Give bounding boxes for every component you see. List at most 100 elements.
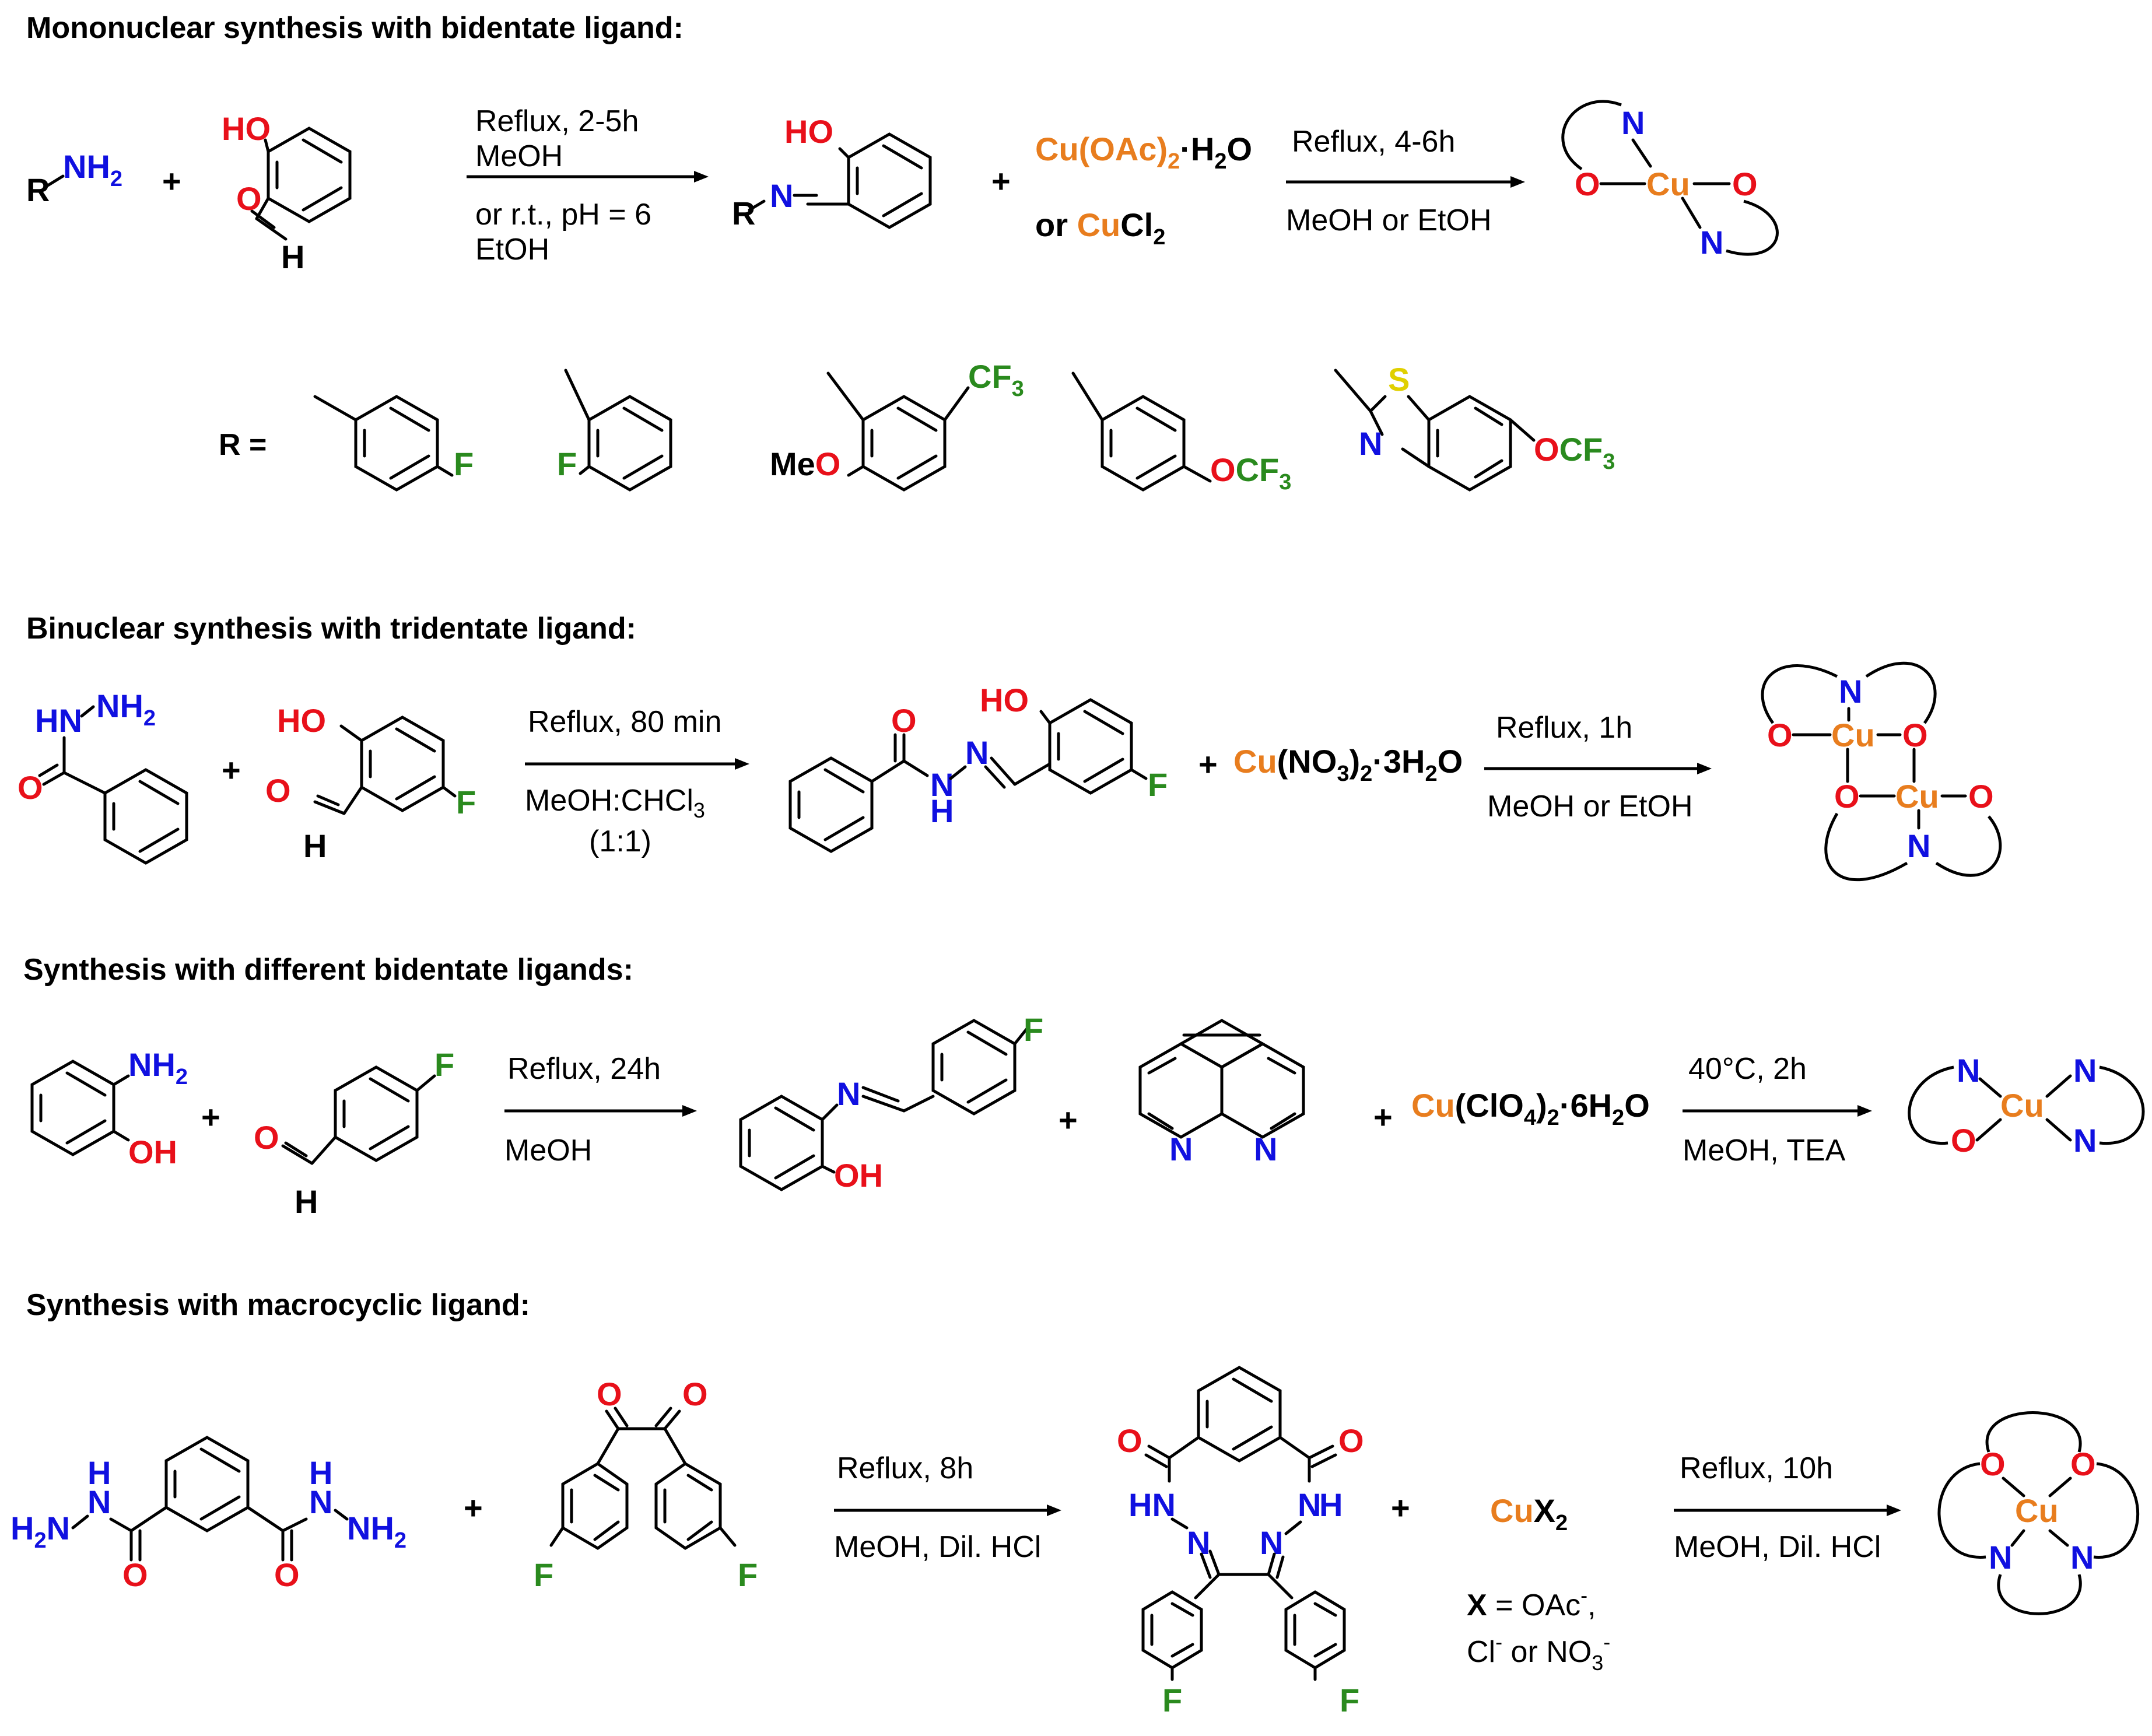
condition-text: MeOH	[504, 1134, 592, 1167]
svg-text:O: O	[1834, 778, 1860, 815]
svg-text:CF3: CF3	[968, 358, 1024, 401]
svg-text:Cu: Cu	[2000, 1087, 2044, 1124]
arrow-head	[1857, 1105, 1872, 1117]
plus-sign: +	[991, 163, 1011, 199]
svg-text:F: F	[434, 1046, 454, 1083]
svg-text:F: F	[1340, 1682, 1359, 1719]
svg-text:NH2: NH2	[63, 148, 122, 191]
svg-text:HO: HO	[784, 113, 833, 150]
r-group-2-fluorophenyl: F	[557, 369, 672, 492]
condition-text: Reflux, 10h	[1680, 1451, 1833, 1485]
svg-text:N: N	[2073, 1052, 2097, 1089]
svg-text:N: N	[309, 1484, 332, 1520]
svg-text:N: N	[1839, 673, 1862, 710]
svg-text:O: O	[1968, 778, 1994, 815]
svg-text:N: N	[1260, 1524, 1283, 1561]
aminophenol: NH2 OH	[30, 1046, 188, 1170]
condition-text: MeOH or EtOH	[1286, 204, 1492, 237]
salicylaldehyde: HO O H	[222, 110, 352, 275]
svg-text:OCF3: OCF3	[1534, 431, 1615, 474]
svg-text:Cu: Cu	[2015, 1492, 2059, 1529]
svg-text:F: F	[557, 446, 577, 482]
svg-text:F: F	[456, 784, 476, 820]
svg-text:R: R	[26, 171, 50, 208]
svg-text:H: H	[87, 1454, 111, 1491]
svg-text:HO: HO	[222, 110, 271, 147]
svg-text:O: O	[1117, 1422, 1142, 1459]
svg-text:N: N	[1169, 1131, 1193, 1167]
svg-text:Cu(NO3)2·3H2O: Cu(NO3)2·3H2O	[1233, 743, 1463, 786]
svg-text:F: F	[1162, 1682, 1182, 1719]
svg-text:N: N	[2073, 1122, 2097, 1159]
svg-text:H: H	[303, 827, 327, 864]
copper-salt-reagent: CuX2 X = OAc-, Cl- or NO3-	[1467, 1492, 1610, 1675]
svg-text:CuX2: CuX2	[1490, 1492, 1568, 1535]
svg-text:O: O	[17, 769, 43, 806]
svg-text:HN: HN	[35, 702, 82, 739]
svg-text:N: N	[770, 177, 793, 214]
plus-sign: +	[464, 1489, 483, 1526]
svg-text:NH2: NH2	[128, 1046, 188, 1089]
svg-text:N: N	[1254, 1131, 1277, 1167]
svg-text:Cu(ClO4)2·6H2O: Cu(ClO4)2·6H2O	[1411, 1087, 1650, 1130]
svg-text:O: O	[1951, 1122, 1976, 1159]
section-1-header: Mononuclear synthesis with bidentate lig…	[26, 11, 684, 45]
svg-text:O: O	[265, 772, 291, 809]
svg-text:O: O	[891, 702, 917, 739]
condition-text: MeOH	[475, 139, 563, 173]
plus-sign: +	[201, 1099, 220, 1135]
difluorobenzil: O O F F	[534, 1376, 758, 1593]
r-group-methoxy-trifluoromethylphenyl: CF3 MeO	[770, 358, 1024, 492]
svg-text:F: F	[534, 1556, 553, 1593]
svg-text:N: N	[965, 734, 989, 771]
plus-sign: +	[162, 163, 181, 199]
svg-text:MeO: MeO	[770, 446, 840, 482]
svg-text:H2N: H2N	[10, 1510, 70, 1553]
plus-sign: +	[1391, 1489, 1410, 1526]
condition-text: MeOH, Dil. HCl	[1674, 1530, 1881, 1564]
r-group-trifluoromethoxybenzothiazolyl: S N OCF3	[1334, 361, 1615, 492]
fluorobenzaldehyde: F O H	[254, 1046, 454, 1220]
svg-text:O: O	[1980, 1446, 2006, 1482]
svg-text:F: F	[1024, 1011, 1043, 1048]
fluorosalicylaldehyde: HO O H F	[265, 702, 476, 864]
svg-text:Cu: Cu	[1831, 717, 1875, 753]
svg-text:O: O	[1732, 166, 1758, 202]
svg-text:O: O	[122, 1556, 148, 1593]
svg-text:O: O	[236, 180, 262, 217]
plus-sign: +	[222, 752, 241, 788]
condition-text: Reflux, 24h	[507, 1052, 661, 1086]
svg-text:O: O	[682, 1376, 708, 1412]
copper-acetate-reagent: Cu(OAc)2·H2O or CuCl2	[1035, 131, 1252, 250]
plus-sign: +	[1373, 1099, 1393, 1135]
svg-text:or CuCl2: or CuCl2	[1035, 206, 1165, 250]
arrow-head	[735, 758, 749, 770]
svg-text:N: N	[1621, 104, 1645, 141]
svg-text:F: F	[1148, 766, 1168, 803]
arrow-head	[1047, 1504, 1061, 1516]
r-group-label: R =	[219, 428, 267, 462]
condition-text: 40°C, 2h	[1688, 1052, 1807, 1086]
copper-perchlorate-reagent: Cu(ClO4)2·6H2O	[1411, 1087, 1650, 1130]
mononuclear-copper-complex: N O Cu O N	[1561, 100, 1779, 261]
binuclear-copper-complex: N O Cu O O Cu O N	[1761, 661, 2002, 882]
arrow-head	[1887, 1504, 1901, 1516]
svg-text:O: O	[1338, 1422, 1364, 1459]
condition-text: Reflux, 2-5h	[475, 104, 639, 138]
benzohydrazide: NH2 HN O	[17, 688, 188, 865]
svg-text:O: O	[597, 1376, 622, 1412]
svg-text:N: N	[1359, 425, 1382, 462]
svg-text:N: N	[1989, 1539, 2012, 1576]
svg-text:OH: OH	[834, 1157, 883, 1194]
svg-text:NH2: NH2	[347, 1510, 406, 1553]
imine-ligand: N F OH	[739, 1011, 1043, 1194]
amine-reactant: R NH2	[26, 148, 122, 208]
svg-text:O: O	[274, 1556, 300, 1593]
svg-text:H: H	[309, 1454, 332, 1491]
section-3-header: Synthesis with different bidentate ligan…	[23, 953, 633, 987]
arrow-head	[1697, 763, 1712, 774]
plus-sign: +	[1198, 746, 1218, 783]
svg-text:F: F	[454, 446, 474, 482]
svg-text:NH2: NH2	[96, 688, 156, 731]
svg-text:HO: HO	[980, 682, 1029, 718]
